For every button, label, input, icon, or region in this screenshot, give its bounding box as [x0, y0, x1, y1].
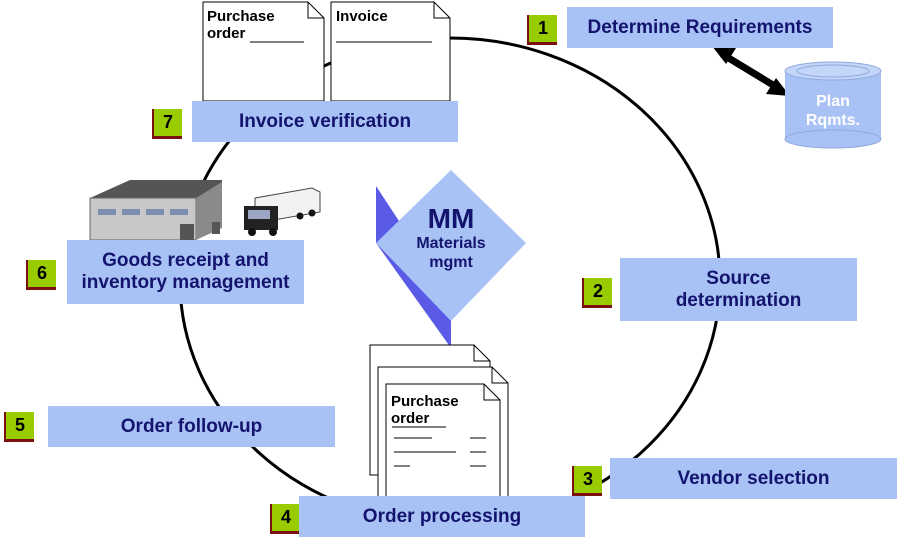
step-5-order-follow-up[interactable]: Order follow-up: [48, 406, 335, 447]
step-1-determine-requirements[interactable]: Determine Requirements: [567, 7, 833, 48]
database-line1: Plan: [816, 93, 850, 110]
step-4-badge: 4: [270, 504, 300, 534]
step-6-line2: inventory management: [81, 272, 290, 293]
database-icon: [784, 61, 882, 149]
truck-icon: [244, 187, 321, 236]
step-7-badge: 7: [152, 109, 182, 139]
step-2-source-determination[interactable]: Source determination: [620, 258, 857, 321]
bottom-po-line1: Purchase: [391, 393, 459, 410]
step-6-badge: 6: [26, 260, 56, 290]
top-po-label: Purchase order: [207, 8, 275, 42]
invoice-document: [330, 1, 451, 102]
invoice-label: Invoice: [336, 8, 388, 25]
step-5-badge: 5: [4, 412, 34, 442]
bottom-po-line2: order: [391, 410, 430, 427]
top-po-line1: Purchase: [207, 8, 275, 25]
step-6-line1: Goods receipt and: [102, 250, 269, 271]
step-6-goods-receipt[interactable]: Goods receipt and inventory management: [67, 240, 304, 304]
top-po-line2: order: [207, 25, 246, 42]
step-2-line2: determination: [675, 289, 802, 311]
step-1-badge: 1: [527, 15, 557, 45]
mm-diamond: [376, 170, 526, 348]
double-arrow-icon: [712, 46, 790, 96]
purchase-order-document-top: [202, 1, 325, 102]
step-7-invoice-verification[interactable]: Invoice verification: [192, 101, 458, 142]
database-label: Plan Rqmts.: [793, 92, 873, 130]
step-2-line1: Source: [706, 267, 771, 289]
step-3-badge: 3: [572, 466, 602, 496]
database-line2: Rqmts.: [805, 112, 861, 129]
mm-line1: Materials: [416, 235, 486, 252]
step-4-order-processing[interactable]: Order processing: [299, 496, 585, 537]
mm-abbr: MM: [427, 203, 475, 234]
mm-line2: mgmt: [429, 254, 473, 271]
mm-center-label: MM Materials mgmt: [391, 204, 511, 272]
step-2-badge: 2: [582, 278, 612, 308]
step-3-vendor-selection[interactable]: Vendor selection: [610, 458, 897, 499]
bottom-po-label: Purchase order: [391, 393, 459, 427]
warehouse-icon: [89, 180, 222, 241]
purchase-order-document-stack: [369, 344, 509, 503]
